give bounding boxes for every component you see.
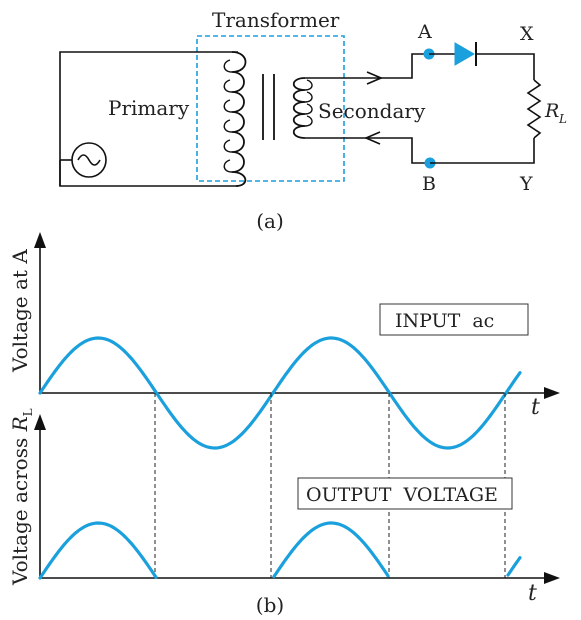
output-y-label-subscript: L — [21, 408, 35, 416]
primary-wire-top — [59, 51, 238, 142]
secondary-wire-bottom — [305, 137, 430, 164]
output-y-label-symbol: R — [8, 416, 32, 432]
input-x-arrow — [544, 387, 560, 399]
resistor-symbol: R — [544, 100, 559, 122]
transformer-label: Transformer — [212, 8, 340, 32]
diode-icon — [454, 42, 477, 66]
input-y-label: Voltage at A — [8, 249, 32, 373]
primary-label: Primary — [108, 96, 190, 120]
output-x-arrow — [544, 572, 560, 584]
output-box-label: OUTPUT VOLTAGE — [306, 484, 498, 506]
input-graph: t Voltage at A INPUT ac — [8, 232, 560, 450]
input-box — [379, 303, 529, 336]
secondary-label: Secondary — [318, 99, 426, 123]
output-y-label-prefix: Voltage across — [8, 431, 32, 586]
output-graph: t Voltage across RL OUTPUT VOLTAGE — [8, 408, 560, 606]
input-box-label: INPUT ac — [395, 310, 494, 332]
input-sine-wave — [38, 336, 522, 450]
secondary-wire-top — [305, 53, 428, 79]
caption-a: (a) — [256, 209, 284, 233]
output-t-label: t — [528, 581, 537, 606]
resistor-icon — [526, 79, 542, 139]
input-y-arrow — [34, 232, 46, 248]
transformer-box — [196, 35, 345, 182]
node-b-label: B — [422, 173, 436, 195]
node-a-label: A — [417, 21, 432, 43]
output-box — [297, 477, 513, 510]
current-arrow-out — [366, 71, 384, 85]
circuit-diagram: Transformer Primary Secondary — [59, 8, 567, 233]
caption-b: (b) — [256, 593, 284, 617]
node-y-label: Y — [519, 173, 533, 195]
output-rectified-wave — [38, 521, 522, 580]
wire-diode-x — [476, 53, 535, 80]
wire-y-b — [430, 138, 535, 164]
ac-source-icon — [59, 142, 107, 186]
output-y-arrow — [34, 414, 46, 430]
node-x-label: X — [520, 23, 534, 45]
secondary-coil — [292, 77, 313, 139]
output-y-label: Voltage across RL — [8, 408, 35, 586]
input-t-label: t — [531, 395, 540, 420]
resistor-subscript: L — [558, 112, 567, 126]
primary-coil — [223, 51, 247, 187]
current-arrow-in — [363, 131, 381, 145]
